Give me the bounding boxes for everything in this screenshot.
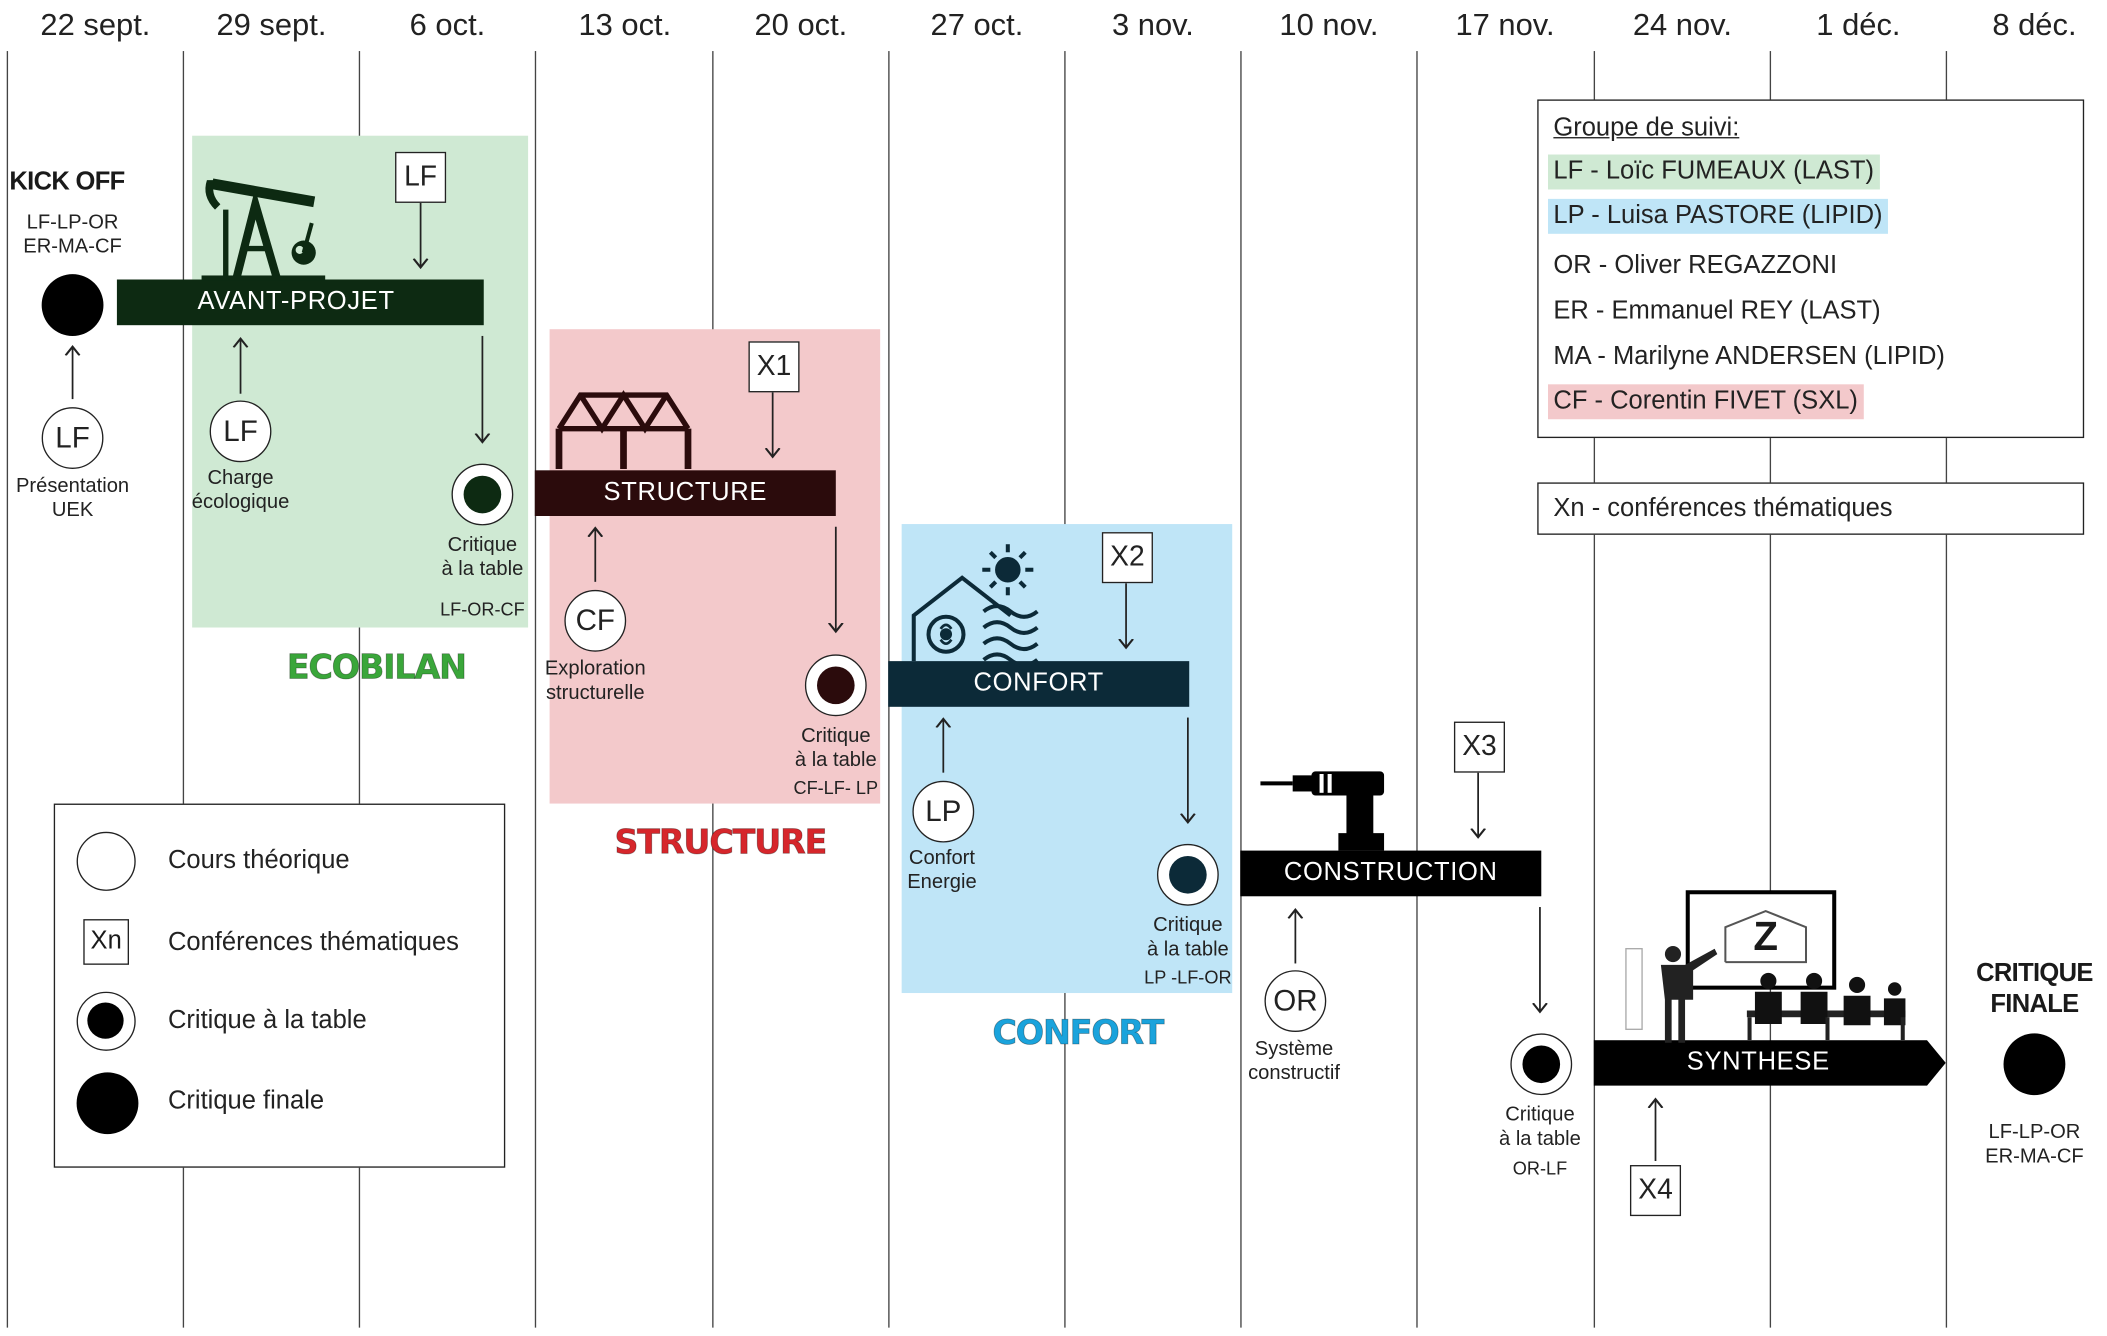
date-label: 8 déc. xyxy=(1992,6,2077,42)
week-line xyxy=(1593,51,1596,1328)
date-label: 24 nov. xyxy=(1632,6,1732,42)
legend-box: Cours théorique Xn Conférences thématiqu… xyxy=(53,803,506,1168)
group-member: MA - Marilyne ANDERSEN (LIPID) xyxy=(1553,342,1945,371)
drill-icon xyxy=(1260,771,1385,851)
week-line xyxy=(1945,51,1948,1328)
group-member: CF - Corentin FIVET (SXL) xyxy=(1548,384,1864,420)
group-title: Groupe de suivi: xyxy=(1553,114,1740,143)
kickoff-dot xyxy=(41,274,104,336)
desk-critique-marker xyxy=(451,463,514,526)
week-line xyxy=(1769,51,1772,1328)
confort-label: CONFORT xyxy=(992,1013,1165,1053)
legend-label: Critique finale xyxy=(167,1087,325,1116)
construction-bar: CONSTRUCTION xyxy=(1240,850,1542,897)
week-line xyxy=(1416,51,1418,1328)
date-label: 13 oct. xyxy=(578,6,672,42)
conference-box: X2 xyxy=(1101,532,1153,584)
date-label: 27 oct. xyxy=(930,6,1024,42)
legend-label: Conférences thématiques xyxy=(167,928,459,957)
date-label: 6 oct. xyxy=(409,6,486,42)
desk-critique-participants: LF-OR-CF xyxy=(440,599,525,620)
legend-label: Cours théorique xyxy=(167,846,350,875)
date-label: 20 oct. xyxy=(754,6,848,42)
truss-bridge-icon xyxy=(555,390,692,469)
group-box: Groupe de suivi: LF - Loïc FUMEAUX (LAST… xyxy=(1537,99,2085,439)
conference-note: Xn - conférences thématiques xyxy=(1553,494,1893,523)
confort-panel xyxy=(901,524,1233,994)
synthese-sign-letter: Z xyxy=(1753,915,1778,960)
course-circle: OR xyxy=(1264,970,1327,1032)
avant-projet-bar: AVANT-PROJET xyxy=(116,279,484,326)
ecobilan-label: ECOBILAN xyxy=(286,647,467,687)
date-label: 22 sept. xyxy=(40,6,151,42)
confort-bar: CONFORT xyxy=(888,661,1190,707)
week-line xyxy=(6,51,9,1328)
week-line xyxy=(358,51,361,1328)
desk-critique-marker xyxy=(1510,1033,1573,1096)
conference-box: X3 xyxy=(1453,721,1505,773)
conference-box: X1 xyxy=(748,341,800,393)
course-circle: LF xyxy=(209,400,272,463)
kickoff-title: KICK OFF xyxy=(9,167,125,197)
conference-box: X4 xyxy=(1629,1165,1682,1217)
group-member: LF - Loïc FUMEAUX (LAST) xyxy=(1548,154,1880,190)
group-member: ER - Emmanuel REY (LAST) xyxy=(1553,296,1881,326)
date-label: 17 nov. xyxy=(1455,6,1555,42)
desk-critique-participants: OR-LF xyxy=(1512,1158,1568,1179)
conference-box: LF xyxy=(395,151,447,203)
structure-label: STRUCTURE xyxy=(614,822,828,862)
group-member: LP - Luisa PASTORE (LIPID) xyxy=(1548,198,1888,234)
date-label: 29 sept. xyxy=(216,6,327,42)
conference-note-box: Xn - conférences thématiques xyxy=(1537,482,2085,535)
date-label: 1 déc. xyxy=(1816,6,1901,42)
date-label: 3 nov. xyxy=(1111,6,1194,42)
desk-critique-marker xyxy=(1156,843,1219,906)
structure-bar: STRUCTURE xyxy=(534,470,836,516)
group-member: OR - Oliver REGAZZONI xyxy=(1553,251,1838,280)
legend-label: Critique à la table xyxy=(167,1006,367,1035)
filled-circle-icon xyxy=(76,1072,139,1135)
empty-circle-icon xyxy=(76,831,136,891)
week-line xyxy=(534,51,537,1328)
course-circle: CF xyxy=(564,589,627,652)
conference-box-icon: Xn xyxy=(83,919,129,965)
house-sun-icon xyxy=(911,544,1039,668)
desk-critique-participants: CF-LF- LP xyxy=(793,778,879,799)
date-label: 10 nov. xyxy=(1279,6,1379,42)
pumpjack-icon xyxy=(201,178,326,281)
final-critique-dot xyxy=(2003,1033,2066,1096)
target-icon xyxy=(76,991,136,1051)
course-circle: LP xyxy=(912,780,975,843)
structure-panel xyxy=(549,329,881,804)
course-circle: LF xyxy=(41,407,104,469)
desk-critique-participants: LP -LF-OR xyxy=(1144,967,1232,988)
week-line xyxy=(182,51,185,1328)
week-line xyxy=(1240,51,1242,1328)
presentation-scene-icon xyxy=(1625,890,1906,1043)
synthese-bar: SYNTHESE xyxy=(1593,1040,1946,1086)
desk-critique-marker xyxy=(804,654,867,717)
